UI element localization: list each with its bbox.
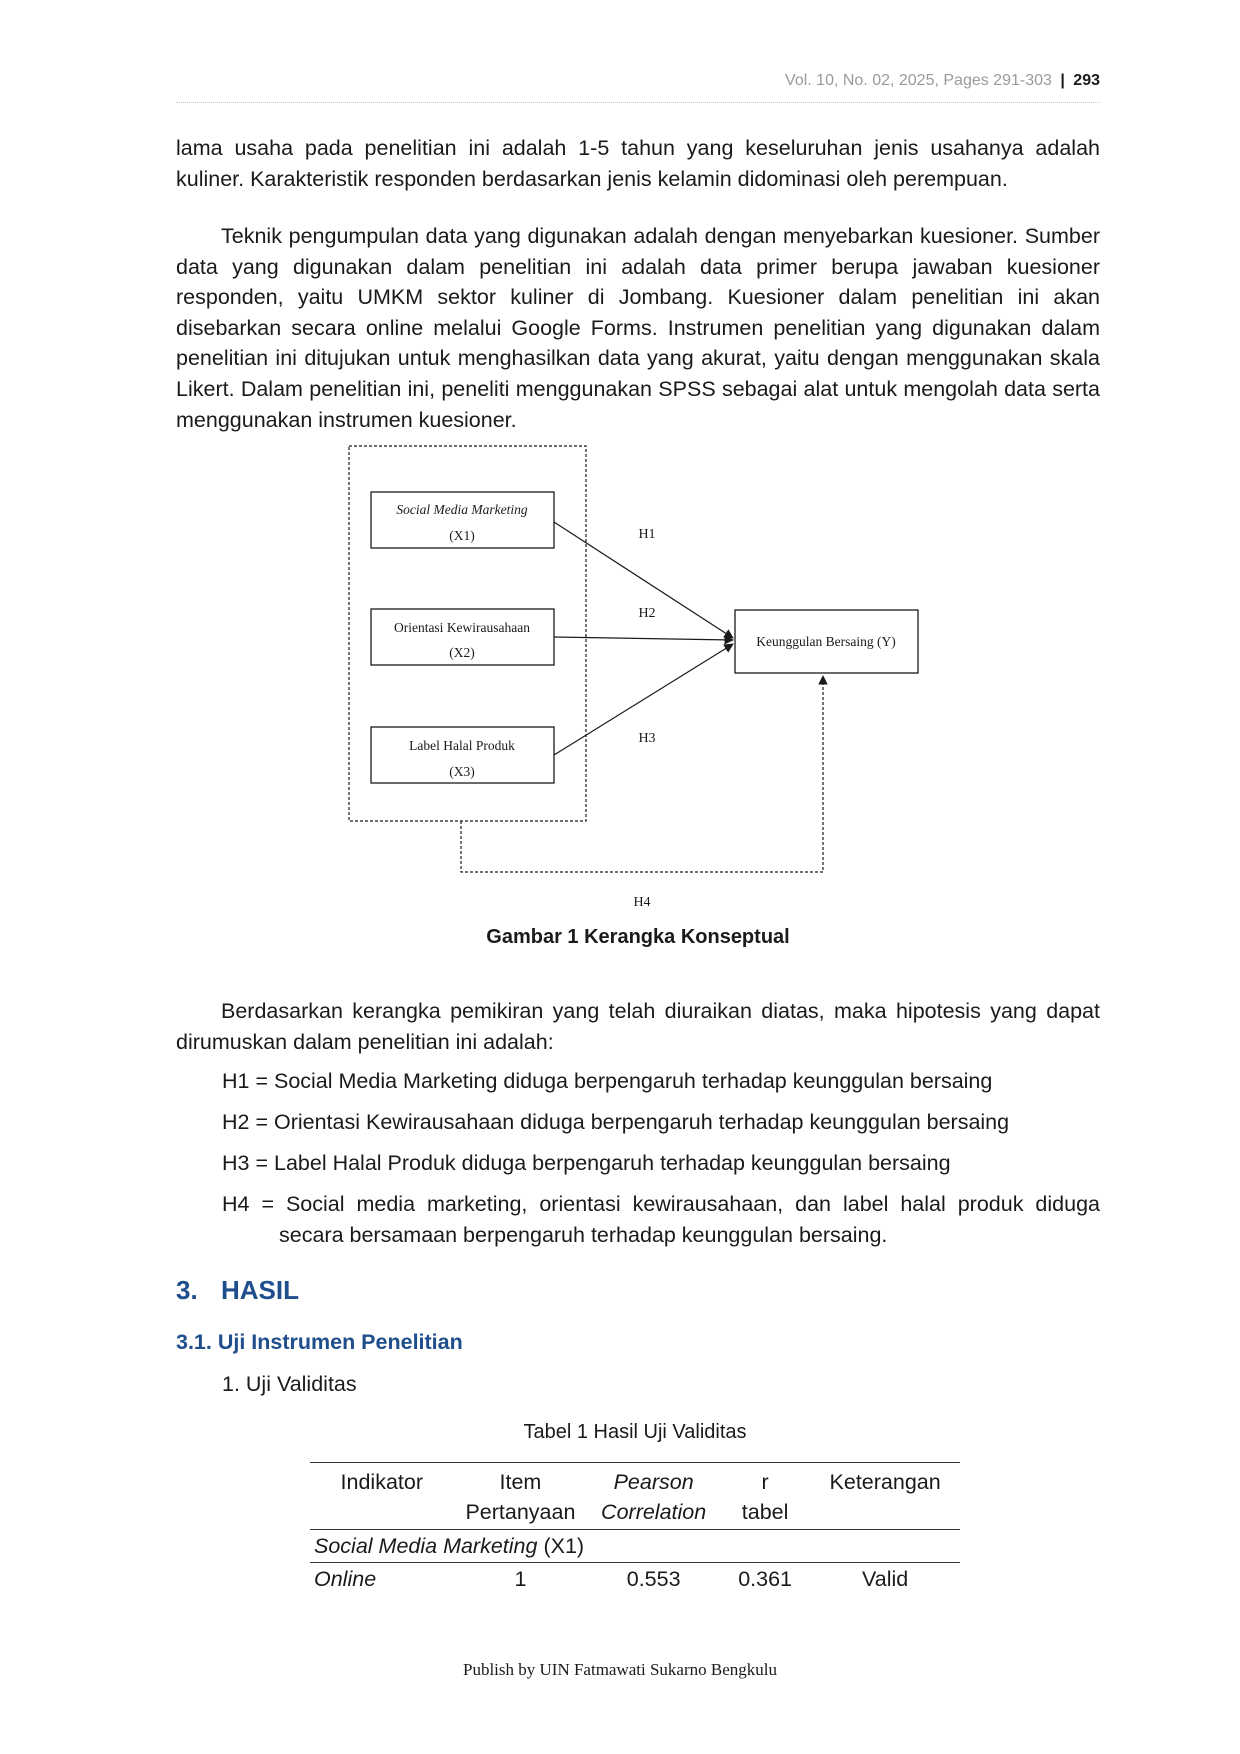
- framework-diagram: Social Media Marketing (X1) Orientasi Ke…: [348, 445, 919, 910]
- header-item-line2: Pertanyaan: [465, 1500, 576, 1524]
- arrow-h3: [553, 643, 734, 756]
- x3-code: (X3): [449, 764, 475, 779]
- cell-indikator: Online: [314, 1567, 377, 1591]
- arrow-h2: [553, 635, 734, 645]
- cell-keterangan: Valid: [862, 1567, 909, 1591]
- list-item-validity: 1. Uji Validitas: [222, 1372, 357, 1396]
- x1-code: (X1): [449, 528, 475, 543]
- label-h3: H3: [638, 731, 655, 746]
- y-name: Keunggulan Bersaing (Y): [756, 634, 895, 649]
- x3-name: Label Halal Produk: [409, 738, 515, 753]
- cell-pearson: 0.553: [626, 1567, 681, 1591]
- running-header: Vol. 10, No. 02, 2025, Pages 291-303 | 2…: [176, 72, 1100, 103]
- journal-info: Vol. 10, No. 02, 2025, Pages 291-303: [785, 72, 1052, 89]
- header-item: Item Pertanyaan: [453, 1462, 588, 1530]
- header-keterangan: Keterangan: [810, 1462, 960, 1530]
- cell-item: 1: [514, 1567, 527, 1591]
- variable-x3-box: Label Halal Produk (X3): [370, 726, 555, 784]
- hypothesis-h1: H1 = Social Media Marketing diduga berpe…: [222, 1069, 993, 1093]
- variable-y-box: Keunggulan Bersaing (Y): [734, 609, 919, 674]
- header-r-line2: tabel: [741, 1500, 789, 1524]
- label-h1: H1: [638, 527, 655, 542]
- conceptual-framework-figure: Social Media Marketing (X1) Orientasi Ke…: [340, 440, 940, 920]
- arrow-h4: [460, 675, 828, 873]
- section-heading: 3. HASIL: [176, 1275, 299, 1306]
- arrow-h1: [553, 521, 734, 639]
- page-number: 293: [1073, 72, 1100, 89]
- table-caption: Tabel 1 Hasil Uji Validitas: [523, 1421, 747, 1443]
- label-h2: H2: [638, 606, 655, 621]
- header-pearson-line2: Correlation: [601, 1500, 707, 1524]
- group-label: Social Media Marketing (X1): [310, 1529, 960, 1563]
- header-pearson: Pearson Correlation: [587, 1462, 720, 1530]
- subsection-heading: 3.1. Uji Instrumen Penelitian: [176, 1330, 463, 1354]
- paragraph-2: Teknik pengumpulan data yang digunakan a…: [176, 224, 1100, 432]
- hypothesis-h3: H3 = Label Halal Produk diduga berpengar…: [222, 1151, 951, 1175]
- hypothesis-h2: H2 = Orientasi Kewirausahaan diduga berp…: [222, 1110, 1010, 1134]
- label-h4: H4: [633, 895, 650, 910]
- table-group-row: Social Media Marketing (X1): [310, 1529, 960, 1563]
- paragraph-3: Berdasarkan kerangka pemikiran yang tela…: [176, 999, 1100, 1054]
- group-name: Social Media Marketing: [314, 1534, 538, 1558]
- independent-variables-group: [348, 445, 587, 822]
- header-indikator: Indikator: [310, 1462, 454, 1530]
- figure-caption: Gambar 1 Kerangka Konseptual: [486, 926, 790, 948]
- header-pearson-line1: Pearson: [613, 1470, 694, 1494]
- x2-code: (X2): [449, 645, 475, 660]
- page-footer: Publish by UIN Fatmawati Sukarno Bengkul…: [462, 1660, 777, 1679]
- hypothesis-h4: H4 = Social media marketing, orientasi k…: [222, 1192, 1100, 1247]
- x2-name: Orientasi Kewirausahaan: [394, 620, 530, 635]
- header-separator: |: [1060, 72, 1065, 89]
- group-code: (X1): [543, 1534, 585, 1558]
- section-title: HASIL: [221, 1275, 299, 1305]
- validity-table: Indikator Item Pertanyaan Pearson Correl…: [310, 1462, 960, 1595]
- header-r-line1: r: [761, 1470, 769, 1494]
- table-row: Online 1 0.553 0.361 Valid: [310, 1563, 960, 1596]
- header-r-tabel: r tabel: [719, 1462, 811, 1530]
- header-keterangan-label: Keterangan: [829, 1470, 941, 1494]
- section-number: 3.: [176, 1275, 198, 1305]
- paragraph-1: lama usaha pada penelitian ini adalah 1-…: [176, 136, 1100, 191]
- table-header-row: Indikator Item Pertanyaan Pearson Correl…: [310, 1462, 960, 1530]
- variable-x1-box: Social Media Marketing (X1): [370, 491, 555, 549]
- x1-name: Social Media Marketing: [396, 502, 527, 517]
- header-indikator-label: Indikator: [340, 1470, 424, 1494]
- cell-r-tabel: 0.361: [738, 1567, 793, 1591]
- variable-x2-box: Orientasi Kewirausahaan (X2): [370, 608, 555, 666]
- header-item-line1: Item: [499, 1470, 542, 1494]
